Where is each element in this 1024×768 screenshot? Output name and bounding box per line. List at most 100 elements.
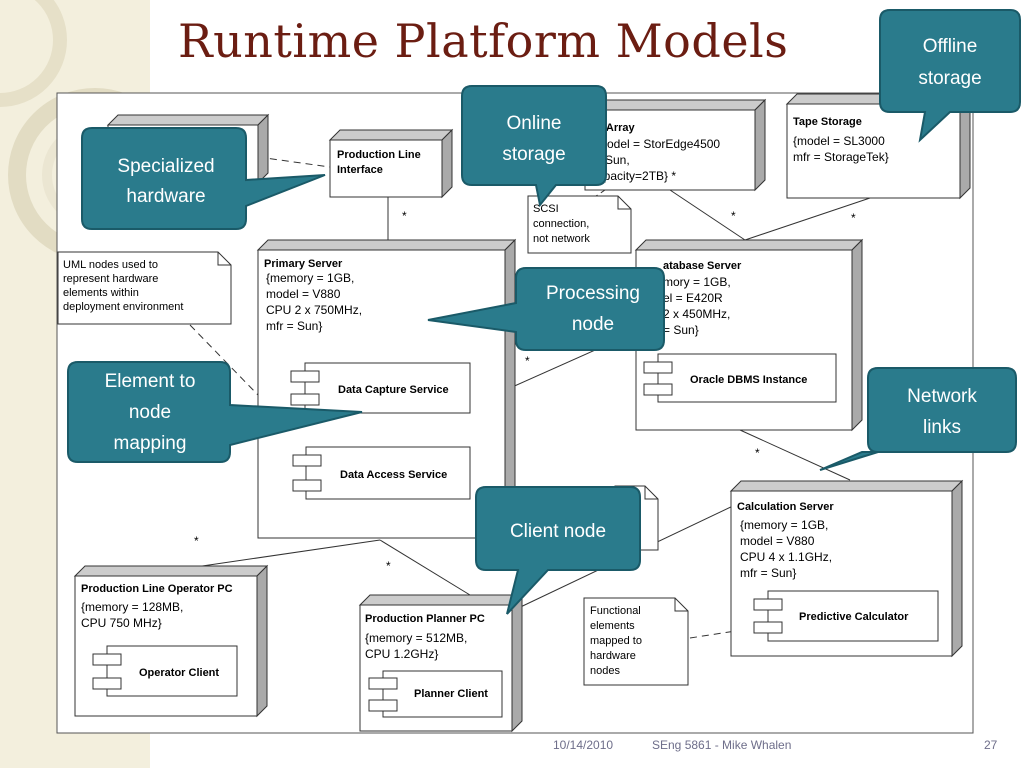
multiplicity-marker: *	[402, 209, 407, 223]
node-label: Tape Storage	[793, 116, 862, 128]
node-operator-pc: Production Line Operator PC {memory = 12…	[73, 564, 269, 718]
note-functional: Functional elements mapped to hardware n…	[583, 597, 689, 686]
node-planner-pc: Production Planner PC {memory = 512MB, C…	[358, 593, 524, 733]
link-disk-database	[669, 189, 746, 241]
node-property: mfr = Sun}	[740, 566, 796, 580]
callout-text: Client node	[510, 521, 606, 542]
component-data-capture-service: Data Capture Service	[290, 362, 471, 414]
callout-offline-storage: Offline storage	[879, 9, 1021, 143]
multiplicity-marker: *	[851, 211, 856, 225]
node-property: el = E420R	[663, 291, 723, 305]
link-primary-planner	[379, 539, 471, 596]
component-label: Predictive Calculator	[799, 611, 909, 623]
node-property: CPU 4 x 1.1GHz,	[740, 550, 832, 564]
node-property: {memory = 1GB,	[740, 518, 828, 532]
component-label: Operator Client	[139, 667, 219, 679]
callout-text: Online	[507, 113, 562, 134]
node-label: Production Line Operator PC	[81, 583, 233, 595]
callout-text: Offline	[923, 36, 978, 57]
footer-page-number: 27	[984, 738, 998, 752]
node-tape-storage: Tape Storage {model = SL3000 mfr = Stora…	[785, 92, 972, 200]
note-line: SCSI	[533, 203, 559, 215]
node-property: CPU 750 MHz}	[81, 616, 162, 630]
component-oracle-dbms-instance: Oracle DBMS Instance	[643, 353, 837, 403]
callout-text: Network	[907, 386, 977, 407]
link-primary-operator	[174, 539, 381, 571]
link-database-calc	[739, 429, 851, 481]
callout-online-storage: Online storage	[461, 85, 607, 208]
callout-text: Specialized	[117, 156, 214, 177]
node-property: CPU 2 x 750MHz,	[266, 303, 362, 317]
callout-client-node: Client node	[475, 486, 641, 615]
node-property: Sun,	[605, 153, 630, 167]
callout-element-mapping: Element to node mapping	[67, 361, 363, 463]
node-property: model = StorEdge4500	[597, 137, 720, 151]
node-property: 2 x 450MHz,	[663, 307, 730, 321]
node-label: Primary Server	[264, 258, 343, 270]
callout-processing-node: Processing node	[427, 267, 665, 351]
node-label: Calculation Server	[737, 501, 834, 513]
multiplicity-marker: *	[386, 559, 391, 573]
node-property: mfr = StorageTek}	[793, 150, 889, 164]
node-production-line-interface: Production Line Interface	[328, 128, 454, 199]
multiplicity-marker: *	[525, 354, 530, 368]
note-line: represent hardware	[63, 273, 158, 285]
callout-text: node	[572, 314, 614, 335]
dash-scsi	[589, 189, 606, 201]
callout-text: storage	[918, 68, 981, 89]
component-label: Oracle DBMS Instance	[690, 374, 807, 386]
node-property: {memory = 128MB,	[81, 600, 183, 614]
node-label: Production Planner PC	[365, 613, 485, 625]
node-property: mfr = Sun}	[266, 319, 322, 333]
node-property: model = V880	[266, 287, 341, 301]
node-property: apacity=2TB} *	[597, 169, 676, 183]
note-uml-nodes: UML nodes used to represent hardware ele…	[57, 251, 232, 325]
node-property: mory = 1GB,	[663, 275, 731, 289]
note-line: mapped to	[590, 635, 642, 647]
dash-uml-primary	[189, 324, 259, 396]
node-label: Interface	[337, 164, 383, 176]
node-property: {memory = 1GB,	[266, 271, 354, 285]
callout-network-links: Network links	[819, 367, 1017, 471]
link-tape-database	[744, 197, 871, 241]
node-property: {model = SL3000	[793, 134, 885, 148]
multiplicity-marker: *	[194, 534, 199, 548]
note-line: elements	[590, 620, 635, 632]
note-line: deployment environment	[63, 301, 183, 313]
component-data-access-service: Data Access Service	[292, 446, 471, 500]
callout-text: Element to	[105, 371, 196, 392]
note-line: UML nodes used to	[63, 259, 158, 271]
node-property: model = V880	[740, 534, 815, 548]
node-label: atabase Server	[663, 260, 742, 272]
multiplicity-marker: *	[731, 209, 736, 223]
callout-text: Processing	[546, 283, 640, 304]
note-line: connection,	[533, 218, 589, 230]
note-line: Functional	[590, 605, 641, 617]
node-disk-array: sk Array model = StorEdge4500 Sun, apaci…	[583, 98, 767, 192]
note-line: elements within	[63, 287, 139, 299]
note-line: hardware	[590, 650, 636, 662]
note-line: nodes	[590, 665, 620, 677]
component-label: Data Capture Service	[338, 384, 449, 396]
note-line: not network	[533, 233, 590, 245]
component-planner-client: Planner Client	[368, 670, 503, 718]
callout-text: links	[923, 417, 961, 438]
component-operator-client: Operator Client	[92, 645, 238, 697]
multiplicity-marker: *	[755, 446, 760, 460]
component-predictive-calculator: Predictive Calculator	[753, 590, 939, 642]
connections	[174, 156, 871, 639]
callout-specialized-hardware: Specialized hardware	[81, 127, 326, 230]
note-scsi: SCSI connection, not network	[527, 195, 632, 254]
component-label: Data Access Service	[340, 469, 447, 481]
page-title: Runtime Platform Models	[178, 14, 789, 68]
callout-text: mapping	[114, 433, 187, 454]
component-label: Planner Client	[414, 688, 488, 700]
callout-text: storage	[502, 144, 565, 165]
node-label: Production Line	[337, 149, 421, 161]
callout-text: node	[129, 402, 171, 423]
node-property: CPU 1.2GHz}	[365, 647, 438, 661]
node-primary-server: Primary Server {memory = 1GB, model = V8…	[256, 238, 517, 540]
node-property: = Sun}	[663, 323, 699, 337]
